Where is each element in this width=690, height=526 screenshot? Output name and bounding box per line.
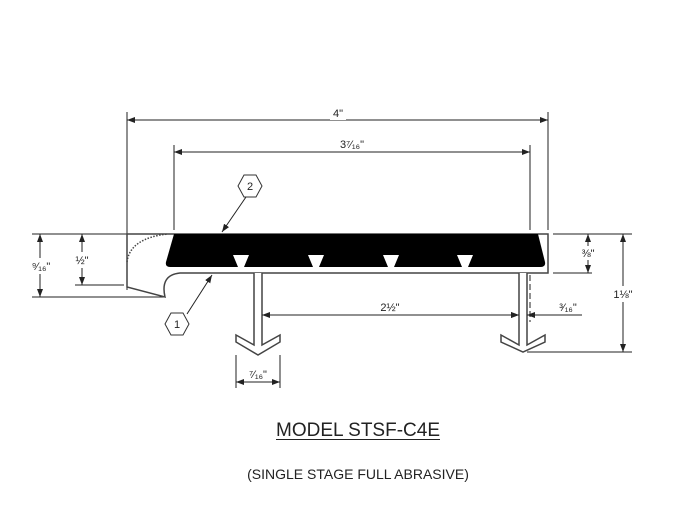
left-leg	[235, 273, 281, 356]
callout-number: 1	[174, 319, 180, 331]
dim-foot-width: ⁷⁄₁₆"	[249, 369, 267, 381]
abrasive-nose-texture	[126, 233, 169, 263]
tread-grooves	[233, 255, 473, 267]
dim-overall-height: 1⅛"	[613, 289, 632, 301]
model-subtitle: (SINGLE STAGE FULL ABRASIVE)	[247, 466, 469, 482]
dim-tread-thickness: ⅜"	[581, 248, 594, 260]
callout-2: 2	[221, 174, 263, 233]
callout-number: 2	[247, 181, 253, 193]
dim-overall-width: 4"	[333, 108, 343, 120]
dim-leg-offset: ³⁄₁₆"	[559, 302, 577, 314]
dim-nose-inner-height: ½"	[75, 255, 88, 267]
callout-1: 1	[164, 274, 213, 336]
model-title-text: MODEL STSF-C4E	[276, 420, 440, 441]
right-leg	[500, 273, 546, 353]
stair-nosing-profile	[126, 233, 549, 356]
dim-nose-height: ⁹⁄₁₆"	[32, 261, 51, 273]
hexagon-callout-icon	[237, 174, 263, 198]
hexagon-callout-icon	[164, 312, 190, 336]
dim-tread-width: 3⁷⁄₁₆"	[340, 139, 364, 151]
dim-leg-spacing: 2½"	[380, 302, 399, 314]
model-title: MODEL STSF-C4E	[0, 420, 690, 442]
abrasive-tread	[165, 234, 546, 267]
